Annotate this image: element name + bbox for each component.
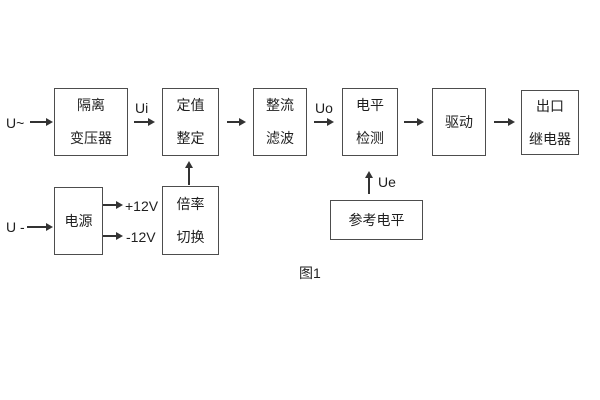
- arrow-level-to-driver: [404, 118, 424, 126]
- arrow-minus-12v: [103, 232, 123, 240]
- arrow-setting-to-rectifier: [227, 118, 246, 126]
- block-label: 继电器: [529, 130, 571, 147]
- block-label: 驱动: [445, 113, 473, 130]
- block-label: 参考电平: [348, 211, 405, 228]
- block-rectifier-filter: 整流 滤波: [253, 88, 307, 156]
- block-label: 定值: [176, 97, 205, 113]
- block-label: 整定: [176, 130, 205, 146]
- arrow-ac-input: [30, 118, 53, 126]
- arrow-uo: [314, 118, 334, 126]
- block-label: 电平: [356, 97, 384, 113]
- plus-12v-label: +12V: [125, 198, 159, 214]
- block-label: 隔离: [77, 97, 105, 113]
- ue-signal-label: Ue: [378, 174, 396, 190]
- block-reference-level: 参考电平: [330, 200, 423, 240]
- arrow-dc-input: [27, 223, 53, 231]
- dc-input-label: U -: [6, 219, 25, 235]
- block-label: 切换: [176, 228, 205, 245]
- minus-12v-label: -12V: [126, 229, 156, 245]
- block-isolation-transformer: 隔离 变压器: [54, 88, 128, 156]
- arrow-plus-12v: [103, 201, 123, 209]
- block-setting-adjust: 定值 整定: [162, 88, 219, 156]
- block-level-detect: 电平 检测: [342, 88, 398, 156]
- arrow-ui: [134, 118, 155, 126]
- figure-caption: 图1: [299, 265, 321, 281]
- arrow-ratio-to-setting: [185, 161, 193, 185]
- arrow-driver-to-relay: [494, 118, 515, 126]
- block-driver: 驱动: [432, 88, 486, 156]
- block-label: 检测: [356, 130, 384, 146]
- block-label: 电源: [64, 212, 93, 229]
- arrow-reference-to-level: [365, 171, 373, 194]
- block-label: 变压器: [70, 130, 112, 146]
- block-label: 滤波: [266, 130, 294, 146]
- block-power-supply: 电源: [54, 187, 103, 255]
- block-ratio-switch: 倍率 切换: [162, 186, 219, 255]
- ac-input-label: U~: [6, 115, 25, 131]
- block-output-relay: 出口 继电器: [521, 90, 579, 155]
- block-label: 倍率: [176, 195, 205, 212]
- block-label: 出口: [536, 97, 564, 114]
- uo-signal-label: Uo: [315, 100, 333, 116]
- block-label: 整流: [266, 97, 294, 113]
- ui-signal-label: Ui: [135, 100, 149, 116]
